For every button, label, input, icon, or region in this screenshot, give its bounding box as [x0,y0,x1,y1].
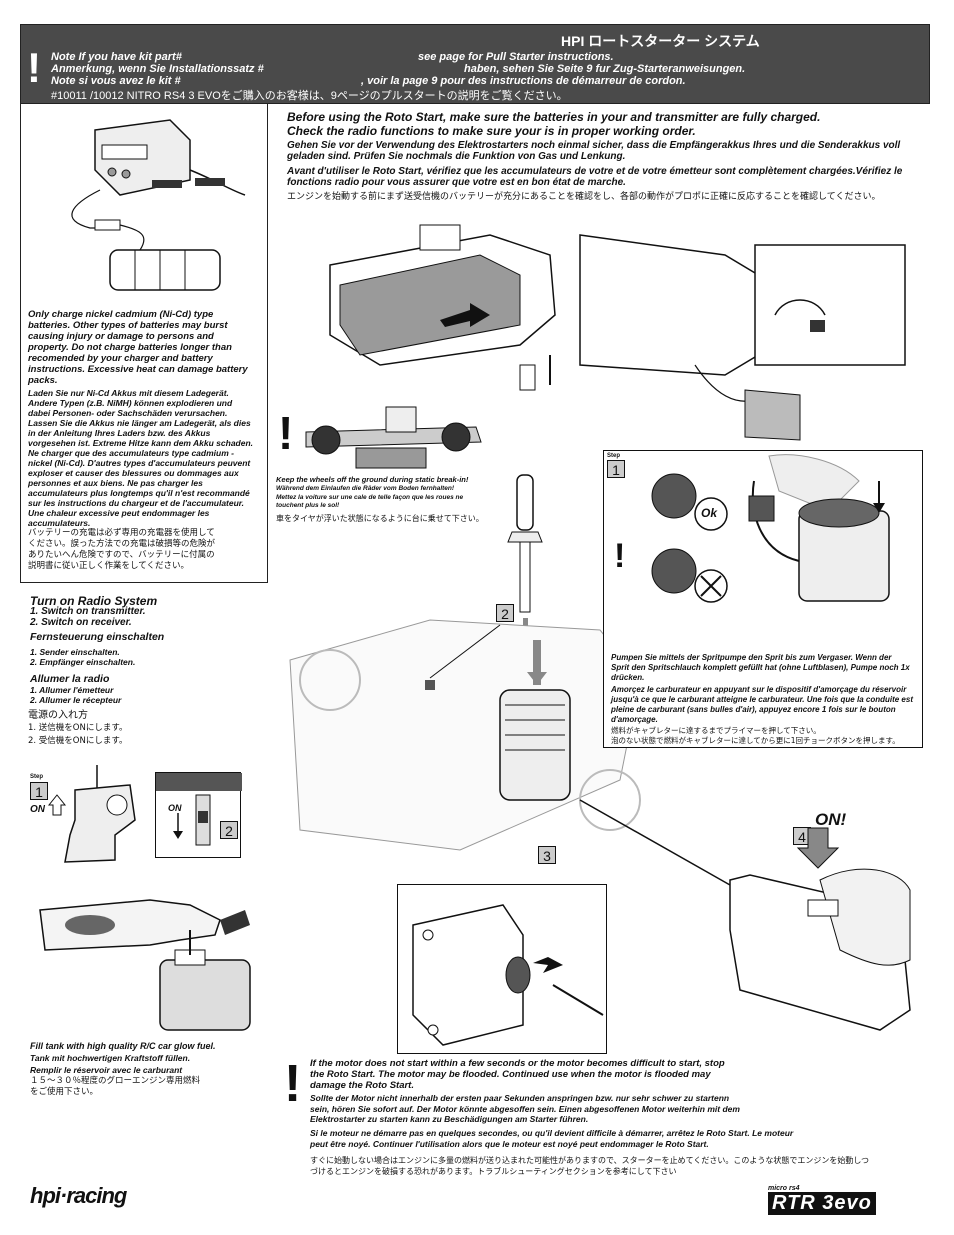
radio-jp-2: 2. 受信機をONにします。 [28,736,128,746]
radio-en-1: 1. Switch on transmitter. [30,606,146,617]
intro-en-2: Check the radio functions to make sure y… [287,124,696,138]
fuel-jp: １５～３０％程度のグローエンジン専用燃料をご使用下さい。 [30,1076,201,1097]
backplate-hex-illustration [412,904,604,1046]
header-banner: ! HPI ロートスターター システム Note If you have kit… [20,24,930,104]
step-3-badge: 3 [538,846,556,864]
motor-warning-icon: ! [284,1055,302,1113]
transmitter-illustration [47,765,136,863]
header-note-de-b: haben, sehen Sie Seite 9 fur Zug-Starter… [464,63,746,75]
roto-start-hand-illustration [579,799,911,1031]
model-logo: RTR 3evo [768,1192,876,1215]
model-small-logo: micro rs4 [768,1185,800,1192]
roto-start-battery-insert-illustration [329,224,556,391]
battery-warning-jp: バッテリーの充電は必ず専用の充電器を使用してください。誤った方法での充電は破損等… [28,528,216,571]
header-note-jp: #10011 /10012 NITRO RS4 3 EVOをご購入のお客様は、9… [51,90,568,102]
header-note-fr-a: Note si vous avez le kit # [51,75,181,87]
radio-title-jp: 電源の入れ方 [28,710,88,721]
receiver-switch-illustration [156,773,242,846]
column-divider [267,104,268,582]
radio-de-2: 2. Empfänger einschalten. [30,657,136,667]
intro-en-1: Before using the Roto Start, make sure t… [287,110,821,124]
header-note-de-a: Anmerkung, wenn Sie Installationssatz # [51,63,264,75]
roto-start-on-label: ON! [815,810,847,829]
receiver-switch-panel: ON 2 [155,772,242,858]
intro-fr: Avant d'utiliser le Roto Start, vérifiez… [287,166,903,188]
wheels-warning-icon: ! [278,407,294,459]
radio-title-fr: Allumer la radio [30,673,110,685]
wheels-warning-fr: Mettez la voiture sur une cale de telle … [276,494,464,509]
header-note-fr-b: , voir la page 9 pour des instructions d… [361,75,686,87]
fuel-de: Tank mit hochwertigen Kraftstoff füllen. [30,1053,191,1063]
left-border [20,104,21,582]
prime-jp-1: 燃料がキャブレターに達するまでプライマーを押して下さい。 [611,726,821,735]
step-2-radio-badge: 2 [220,821,238,839]
radio-fr-2: 2. Allumer le récepteur [30,695,122,705]
prime-de: Pumpen Sie mittels der Spritpumpe den Sp… [611,653,910,682]
car-on-stand-illustration [305,406,482,469]
hpi-racing-logo: hpi·racing [30,1183,127,1208]
step-2-glow-badge: 2 [496,604,514,622]
warning-icon: ! [27,44,41,91]
charger-illustration [71,119,246,291]
fuel-tank-primer-illustration [748,454,890,602]
radio-title-de: Fernsteuerung einschalten [30,631,165,643]
motor-warning-fr: Si le moteur ne démarre pas en quelques … [310,1128,794,1149]
intro-de: Gehen Sie vor der Verwendung des Elektro… [287,140,901,162]
step-1-radio-label: Step [30,774,44,780]
step-3-inset-panel [397,884,607,1054]
section-divider [20,582,268,583]
roto-start-connector-illustration [579,234,906,441]
header-title-jp: HPI ロートスターター システム [561,33,760,49]
motor-warning-de: Sollte der Motor nicht innerhalb der ers… [310,1093,740,1124]
header-note-en-a: Note If you have kit part# [51,51,182,63]
prime-warning-icon: ! [614,537,626,575]
radio-title-en: Turn on Radio System [30,594,158,608]
wheels-warning-jp: 車をタイヤが浮いた状態になるように台に乗せて下さい。 [276,514,484,523]
battery-warning-en: Only charge nickel cadmium (Ni-Cd) type … [28,309,248,386]
wheels-warning-en: Keep the wheels off the ground during st… [276,475,469,484]
radio-jp-1: 1. 送信機をONにします。 [28,723,128,733]
prime-panel: Step 1 Ok ! Pumpen Sie mittels der Sprit… [603,450,923,748]
primer-check-illustration [651,473,728,603]
receiver-on-label: ON [168,803,182,813]
prime-fr: Amorçez le carburateur en appuyant sur l… [611,685,913,724]
fuel-en: Fill tank with high quality R/C car glow… [30,1041,216,1051]
radio-en-2: 2. Switch on receiver. [30,617,132,628]
battery-warning-fr: Ne charger que des accumulateurs type ca… [28,448,251,528]
intro-jp: エンジンを始動する前にまず送受信機のバッテリーが充分にあることを確認をし、各部の… [287,192,881,202]
motor-warning-en: If the motor does not start within a few… [310,1058,725,1091]
transmitter-on-label: ON [30,804,45,815]
wheels-warning-de: Während dem Einlaufen die Räder vom Bode… [276,485,455,492]
step-1-prime-label: Step [607,453,621,459]
prime-jp-2: 泡のない状態で燃料がキャブレターに達してから更に1回チョークボタンを押します。 [611,736,900,745]
fuel-fr: Remplir le réservoir avec le carburant [30,1065,183,1075]
radio-fr-1: 1. Allumer l'émetteur [30,685,114,695]
step-1-prime-badge: 1 [607,460,625,478]
motor-warning-jp: すぐに始動しない場合はエンジンに多量の燃料が送り込まれた可能性がありますので、ス… [310,1156,869,1176]
fuel-bottle-illustration [39,899,251,1031]
car-engine-illustration [289,619,641,851]
primer-ok-label: Ok [701,506,718,520]
header-note-en-b: see page for Pull Starter instructions. [418,51,614,63]
battery-warning-de: Laden Sie nur Ni-Cd Akkus mit diesem Lad… [28,388,254,448]
step-1-radio-badge: 1 [30,782,48,800]
radio-de-1: 1. Sender einschalten. [30,647,120,657]
